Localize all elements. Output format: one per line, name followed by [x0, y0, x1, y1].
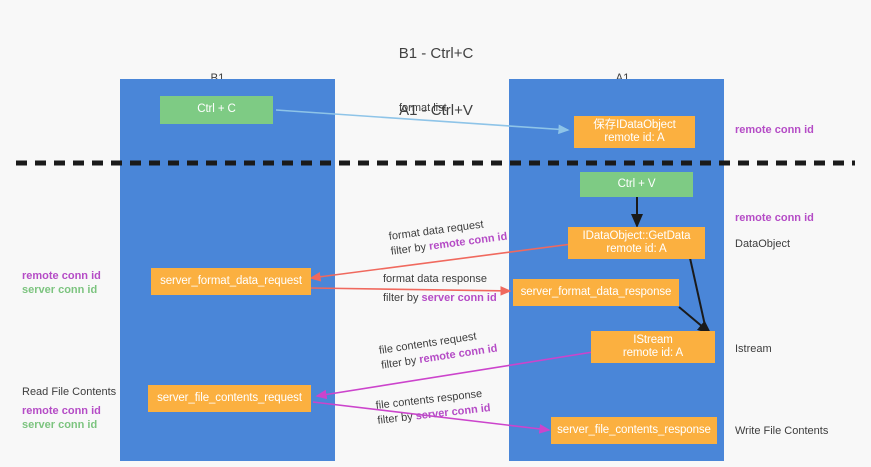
node-save-idataobject-line2: remote id: A — [604, 132, 665, 144]
annotation-istream-text: Istream — [735, 343, 772, 355]
annotation-right-mid-conn-text: remote conn id — [735, 212, 814, 224]
edge-label-format-data-request: format data request filter by remote con… — [388, 215, 508, 260]
node-getdata-line2: remote id: A — [606, 243, 667, 255]
node-idataobject-getdata[interactable]: IDataObject::GetData remote id: A — [568, 227, 705, 259]
edge-label-format-data-response: format data response filter by server co… — [383, 272, 497, 306]
filter-prefix: filter by — [390, 240, 430, 258]
node-server-file-contents-request-label: server_file_contents_request — [157, 391, 302, 404]
node-server-format-data-response[interactable]: server_format_data_response — [513, 279, 679, 306]
node-server-file-contents-request[interactable]: server_file_contents_request — [148, 385, 311, 412]
edge-label-file-contents-request: file contents request filter by remote c… — [378, 327, 499, 374]
node-server-format-data-request-label: server_format_data_request — [160, 274, 302, 287]
annotation-istream: Istream — [735, 342, 772, 356]
page-title: B1 - Ctrl+C A1 - Ctrl+V — [336, 6, 536, 158]
annotation-right-mid-conn: remote conn id — [735, 211, 814, 225]
edge-label-format-list: format list — [399, 101, 447, 116]
annotation-write-file-contents: Write File Contents — [735, 424, 828, 438]
node-ctrl-v[interactable]: Ctrl + V — [580, 172, 693, 197]
annotation-right-top-conn-text: remote conn id — [735, 124, 814, 136]
filter-prefix: filter by — [383, 292, 422, 304]
edge-label-file-contents-response: file contents response filter by server … — [375, 386, 491, 429]
annotation-left-remote-conn-2: remote conn id — [22, 405, 101, 417]
node-server-file-contents-response[interactable]: server_file_contents_response — [551, 417, 717, 444]
node-getdata-line1: IDataObject::GetData — [582, 229, 691, 242]
annotation-left-server-conn-2: server conn id — [22, 419, 98, 431]
filter-prefix: filter by — [376, 410, 417, 427]
node-istream-line2: remote id: A — [622, 347, 684, 359]
annotation-write-file-contents-text: Write File Contents — [735, 425, 829, 437]
annotation-dataobject: DataObject — [735, 237, 790, 251]
filter-key-server-conn-id: server conn id — [421, 292, 497, 304]
node-ctrl-c-label: Ctrl + C — [197, 103, 236, 116]
annotation-left-server-conn: server conn id — [22, 284, 98, 296]
node-istream-line1: IStream — [633, 333, 673, 346]
node-server-file-contents-response-label: server_file_contents_response — [557, 423, 711, 436]
edge-label-format-list-text: format list — [399, 102, 447, 114]
node-save-idataobject[interactable]: 保存IDataObject remote id: A — [574, 116, 695, 148]
edge-label-format-data-response-filter: filter by server conn id — [383, 291, 497, 306]
node-ctrl-c[interactable]: Ctrl + C — [160, 96, 273, 124]
node-server-format-data-response-label: server_format_data_response — [520, 285, 672, 298]
title-line-1: B1 - Ctrl+C — [398, 45, 474, 62]
annotation-dataobject-text: DataObject — [735, 238, 791, 250]
annotation-right-top-conn: remote conn id — [735, 123, 814, 137]
annotation-left-conn-group-2: remote conn id server conn id — [22, 404, 101, 432]
annotation-left-remote-conn: remote conn id — [22, 270, 101, 282]
node-ctrl-v-label: Ctrl + V — [617, 177, 656, 190]
node-istream[interactable]: IStream remote id: A — [591, 331, 715, 363]
annotation-left-conn-group: remote conn id server conn id — [22, 269, 101, 297]
annotation-read-file-contents: Read File Contents — [22, 385, 116, 399]
edge-label-format-data-response-text: format data response — [383, 273, 487, 285]
annotation-read-file-contents-text: Read File Contents — [22, 386, 117, 398]
node-server-format-data-request[interactable]: server_format_data_request — [151, 268, 311, 295]
node-save-idataobject-line1: 保存IDataObject — [593, 118, 676, 131]
